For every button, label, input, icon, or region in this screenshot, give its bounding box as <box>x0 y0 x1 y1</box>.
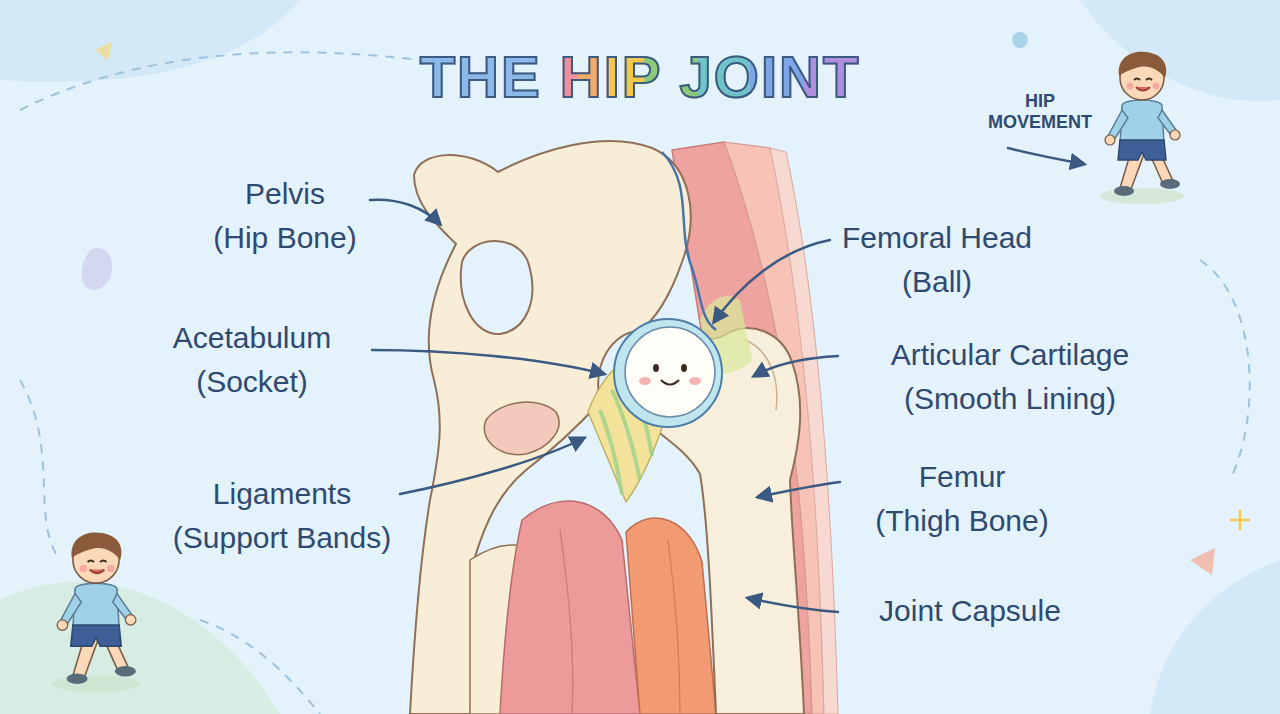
part-gloss: (Hip Bone) <box>213 221 356 256</box>
part-name: Femoral Head <box>842 221 1032 256</box>
part-gloss: (Support Bands) <box>173 521 391 556</box>
part-name: Articular Cartilage <box>891 338 1129 373</box>
part-name: Ligaments <box>213 477 351 512</box>
part-gloss: (Socket) <box>196 365 308 400</box>
part-name: Pelvis <box>245 177 325 212</box>
diagram-title: THE HIP JOINT <box>420 43 861 110</box>
movement-label: HIP MOVEMENT <box>980 91 1100 132</box>
part-name: Joint Capsule <box>879 594 1061 629</box>
leader-arrows <box>370 148 1084 612</box>
part-gloss: (Smooth Lining) <box>904 382 1116 417</box>
part-gloss: (Thigh Bone) <box>875 504 1048 539</box>
part-gloss: (Ball) <box>902 265 972 300</box>
part-name: Acetabulum <box>173 321 331 356</box>
part-name: Femur <box>919 460 1006 495</box>
